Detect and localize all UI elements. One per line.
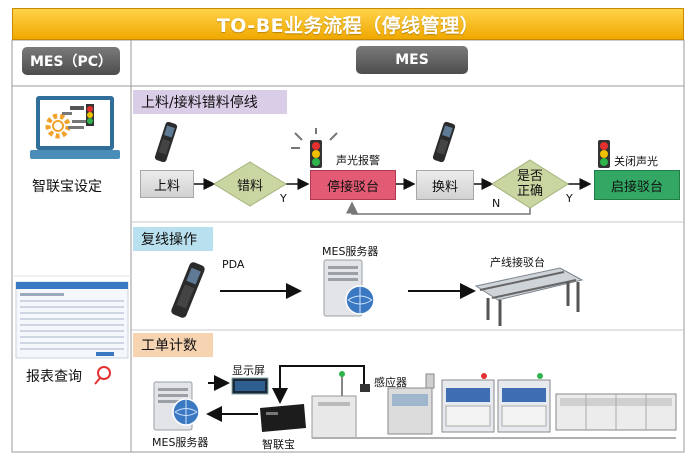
node-start-conveyor: 启接驳台 xyxy=(594,170,680,200)
section-label-stop-line: 上料/接料错料停线 xyxy=(133,90,287,114)
section-label-work-order: 工单计数 xyxy=(133,333,213,357)
node-stop-conveyor: 停接驳台 xyxy=(310,170,396,200)
node-load: 上料 xyxy=(140,170,194,198)
display-label: 显示屏 xyxy=(232,364,265,377)
pda-label: PDA xyxy=(222,258,245,271)
setup-label: 智联宝设定 xyxy=(32,179,102,195)
page-title: TO-BE业务流程（停线管理） xyxy=(12,8,684,40)
conveyor-label: 产线接驳台 xyxy=(490,256,545,269)
s3-server-label: MES服务器 xyxy=(152,436,209,449)
report-label: 报表查询 xyxy=(26,369,82,385)
smartbox-label: 智联宝 xyxy=(262,438,295,451)
node-change: 换料 xyxy=(416,170,474,200)
close-alarm-text: 关闭声光 xyxy=(614,155,658,168)
edge-n: N xyxy=(492,197,501,210)
node-wrong: 错料 xyxy=(236,178,263,194)
edge-y2: Y xyxy=(566,192,573,205)
mes-header: MES xyxy=(356,46,468,74)
node-correct: 是否 正确 xyxy=(516,169,543,199)
s2-server-label: MES服务器 xyxy=(322,245,379,258)
alarm-text: 声光报警 xyxy=(336,154,380,167)
section-label-resume: 复线操作 xyxy=(133,227,213,251)
sensor-label: 感应器 xyxy=(374,376,407,389)
edge-y1: Y xyxy=(280,192,287,205)
mes-pc-header: MES（PC） xyxy=(22,47,120,75)
